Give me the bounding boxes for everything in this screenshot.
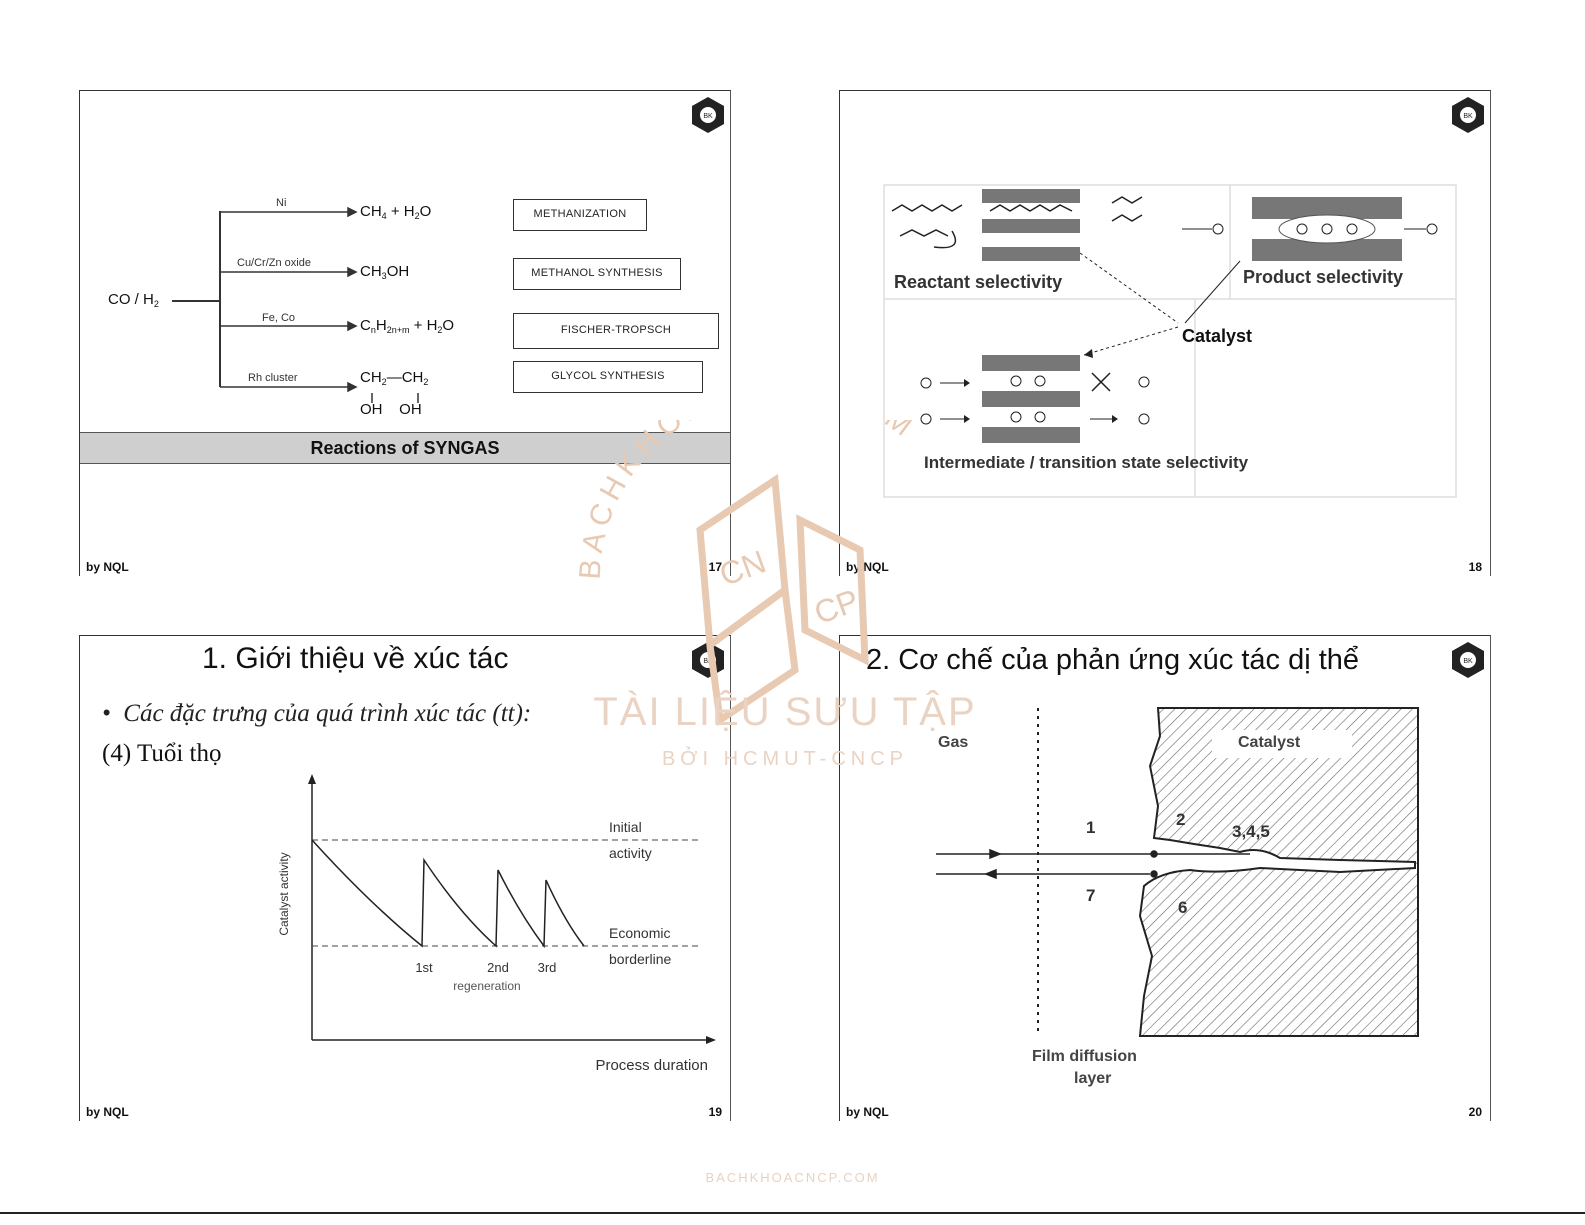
slide-17: BK CO / H2 Ni Cu/Cr/Zn oxide Fe, Co Rh c… bbox=[79, 90, 731, 576]
syngas-reactant: CO / H2 bbox=[108, 291, 159, 309]
regen-label-2nd: 2nd bbox=[487, 960, 509, 975]
label-gas: Gas bbox=[938, 734, 969, 751]
university-logo-icon: BK bbox=[692, 642, 724, 678]
product-hydrocarbon: CnH2n+m + H2O bbox=[360, 317, 455, 335]
svg-text:BK: BK bbox=[1463, 113, 1473, 120]
step-2: 2 bbox=[1176, 810, 1186, 829]
page-number: 18 bbox=[1468, 560, 1482, 574]
slide-title: 1. Giới thiệu về xúc tác bbox=[202, 642, 509, 675]
page-number: 19 bbox=[708, 1105, 722, 1119]
svg-text:BK: BK bbox=[703, 658, 713, 665]
label-film-layer: layer bbox=[1074, 1070, 1112, 1087]
slide-18: BK bbox=[839, 90, 1491, 576]
catalyst-label-rh: Rh cluster bbox=[248, 372, 298, 384]
page-number: 20 bbox=[1468, 1105, 1482, 1119]
activity-curve bbox=[311, 839, 585, 949]
step-345: 3,4,5 bbox=[1232, 822, 1270, 841]
slide-title: 2. Cơ chế của phản ứng xúc tác dị thể bbox=[866, 644, 1360, 676]
product-glycol: CH2—CH2 bbox=[360, 369, 429, 387]
xlabel: Process duration bbox=[595, 1057, 708, 1074]
catalyst-label-ni: Ni bbox=[276, 197, 287, 209]
bullet-dot-icon: • bbox=[102, 700, 111, 727]
subheading: (4) Tuổi thọ bbox=[102, 740, 222, 767]
box-methanol-synthesis: METHANOL SYNTHESIS bbox=[513, 258, 681, 290]
step-1: 1 bbox=[1086, 818, 1096, 837]
step-7: 7 bbox=[1086, 886, 1096, 905]
box-methanization: METHANIZATION bbox=[513, 199, 647, 231]
initial-label-2: activity bbox=[609, 845, 652, 861]
catalyst-label-feco: Fe, Co bbox=[262, 312, 296, 324]
svg-text:BK: BK bbox=[703, 113, 713, 120]
ylabel: Catalyst activity bbox=[277, 852, 291, 935]
byline: by NQL bbox=[846, 1105, 889, 1119]
byline: by NQL bbox=[846, 560, 889, 574]
syngas-reaction-diagram bbox=[172, 206, 419, 403]
product-methane: CH4 + H2O bbox=[360, 203, 432, 221]
bottom-rule bbox=[0, 1212, 1585, 1214]
byline: by NQL bbox=[86, 560, 129, 574]
shape-selectivity-diagram bbox=[883, 184, 1457, 498]
footer-url: BACHKHOACNCP.COM bbox=[705, 1170, 880, 1185]
product-methanol: CH3OH bbox=[360, 263, 410, 281]
watermark-cube-cp: CP bbox=[809, 582, 863, 631]
label-film-diffusion: Film diffusion bbox=[1032, 1048, 1137, 1065]
svg-text:BK: BK bbox=[1463, 658, 1473, 665]
label-catalyst: Catalyst bbox=[1182, 326, 1253, 346]
catalyst-label-cucrzn: Cu/Cr/Zn oxide bbox=[237, 257, 311, 269]
label-catalyst: Catalyst bbox=[1238, 734, 1301, 751]
page-number: 17 bbox=[708, 560, 722, 574]
box-fischer-tropsch: FISCHER-TROPSCH bbox=[513, 313, 719, 349]
label-intermediate-selectivity: Intermediate / transition state selectiv… bbox=[924, 453, 1249, 472]
university-logo-icon: BK bbox=[1452, 642, 1484, 678]
step-6: 6 bbox=[1178, 898, 1188, 917]
slide-20: BK 2. Cơ chế của phản ứng xúc tác dị thể… bbox=[839, 635, 1491, 1121]
economic-label-1: Economic bbox=[609, 925, 670, 941]
heterogeneous-mechanism-diagram bbox=[936, 707, 1419, 1037]
label-reactant-selectivity: Reactant selectivity bbox=[894, 272, 1063, 292]
economic-label-2: borderline bbox=[609, 951, 671, 967]
university-logo-icon: BK bbox=[1452, 97, 1484, 133]
regen-label-1st: 1st bbox=[415, 960, 433, 975]
label-product-selectivity: Product selectivity bbox=[1243, 267, 1404, 287]
university-logo-icon: BK bbox=[692, 97, 724, 133]
regen-caption: regeneration bbox=[453, 979, 520, 993]
regen-label-3rd: 3rd bbox=[538, 960, 557, 975]
slide-19: BK 1. Giới thiệu về xúc tác • Các đặc tr… bbox=[79, 635, 731, 1121]
box-glycol-synthesis: GLYCOL SYNTHESIS bbox=[513, 361, 703, 393]
bullet-point: • Các đặc trưng của quá trình xúc tác (t… bbox=[102, 700, 532, 727]
byline: by NQL bbox=[86, 1105, 129, 1119]
product-glycol-oh: OH OH bbox=[360, 401, 422, 418]
catalyst-lifetime-chart: Catalyst activity Process duration Initi… bbox=[277, 774, 716, 1074]
initial-label-1: Initial bbox=[609, 819, 642, 835]
slide-caption: Reactions of SYNGAS bbox=[80, 432, 730, 464]
